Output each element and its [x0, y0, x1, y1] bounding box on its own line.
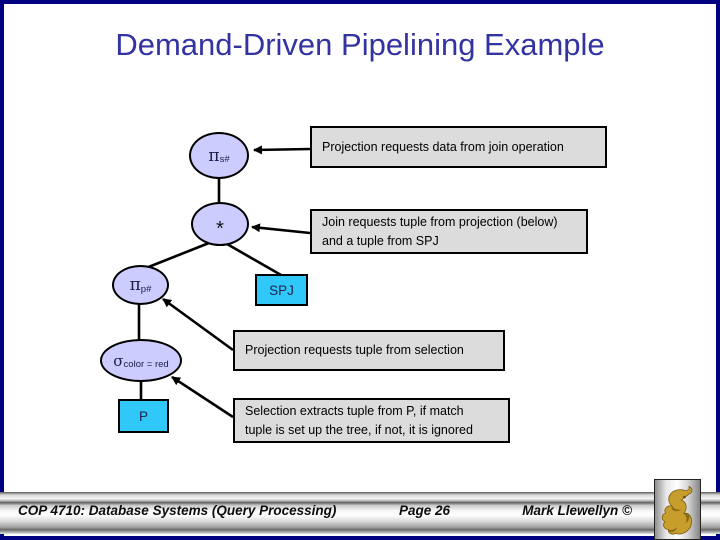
arrow-callout2-to-join — [251, 223, 311, 235]
callout-selection-extracts: Selection extracts tuple from P, if matc… — [233, 398, 510, 443]
pi-subscript: s# — [219, 154, 230, 165]
pi-symbol: π — [208, 145, 220, 166]
pi-subscript: p# — [140, 283, 152, 295]
footer-author: Mark Llewellyn © — [522, 503, 632, 518]
join-star-symbol: * — [216, 217, 224, 240]
arrow-callout1-to-projection-s — [253, 145, 311, 155]
sigma-symbol: σ — [113, 351, 124, 370]
callout-projection-join: Projection requests data from join opera… — [310, 126, 607, 168]
callout-join-requests: Join requests tuple from projection (bel… — [310, 209, 588, 254]
edge-join-to-spj — [226, 242, 282, 277]
page-title: Demand-Driven Pipelining Example — [115, 27, 605, 62]
p-label: P — [138, 408, 148, 424]
arrow-callout4-to-selection — [171, 375, 234, 419]
callout-projection-selection: Projection requests tuple from selection — [233, 330, 505, 371]
arrow-callout3-to-projection-p — [162, 297, 234, 352]
edge-join-to-projection-p — [145, 241, 210, 270]
node-join: * — [191, 202, 249, 246]
sigma-subscript: color = red — [123, 359, 169, 370]
footer-course: COP 4710: Database Systems (Query Proces… — [18, 503, 337, 518]
node-spj: SPJ — [255, 274, 308, 306]
node-p: P — [118, 399, 169, 433]
spj-label: SPJ — [269, 282, 294, 298]
footer-bar: COP 4710: Database Systems (Query Proces… — [0, 492, 720, 534]
pi-symbol: π — [129, 275, 141, 295]
ucf-logo-strip — [654, 479, 701, 540]
pegasus-logo-icon — [661, 485, 692, 535]
footer-page-number: Page 26 — [399, 503, 451, 518]
